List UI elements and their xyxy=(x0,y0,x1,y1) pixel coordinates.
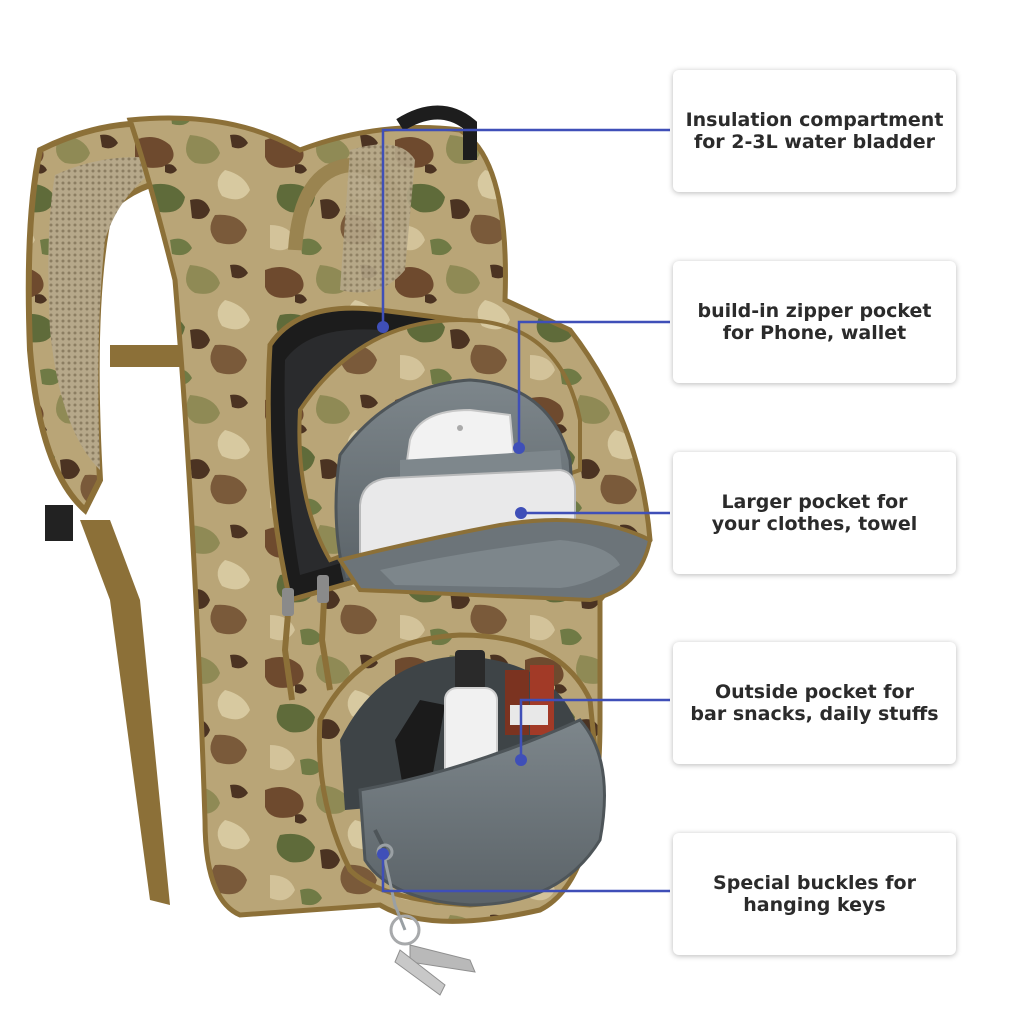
callout-text: Special buckles for hanging keys xyxy=(713,872,916,916)
callout-line-2: for Phone, wallet xyxy=(722,322,907,344)
callout-line-1: Special buckles for xyxy=(713,872,916,894)
callout-zipper-pocket: build-in zipper pocket for Phone, wallet xyxy=(673,261,956,383)
callout-line-1: Larger pocket for xyxy=(721,491,908,513)
callout-line-2: your clothes, towel xyxy=(711,513,918,535)
callout-text: Outside pocket for bar snacks, daily stu… xyxy=(690,681,938,725)
callout-insulation-compartment: Insulation compartment for 2-3L water bl… xyxy=(673,70,956,192)
callout-key-buckles: Special buckles for hanging keys xyxy=(673,833,956,955)
callout-line-2: hanging keys xyxy=(743,894,886,916)
callout-text: Insulation compartment for 2-3L water bl… xyxy=(686,109,944,153)
callout-line-2: for 2-3L water bladder xyxy=(693,131,936,153)
callout-outside-pocket: Outside pocket for bar snacks, daily stu… xyxy=(673,642,956,764)
callout-line-2: bar snacks, daily stuffs xyxy=(690,703,939,725)
callout-text: Larger pocket for your clothes, towel xyxy=(712,491,918,535)
callout-line-1: Insulation compartment xyxy=(685,109,944,131)
callout-line-1: build-in zipper pocket xyxy=(697,300,932,322)
callout-text: build-in zipper pocket for Phone, wallet xyxy=(698,300,932,344)
callout-line-1: Outside pocket for xyxy=(714,681,914,703)
callout-larger-pocket: Larger pocket for your clothes, towel xyxy=(673,452,956,574)
